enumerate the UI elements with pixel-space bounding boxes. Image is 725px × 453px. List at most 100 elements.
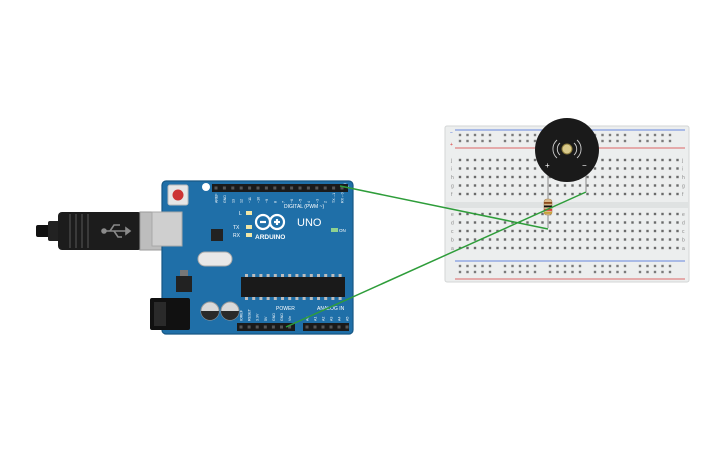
breadboard-hole[interactable] [548,221,552,224]
breadboard-hole[interactable] [646,175,649,179]
header-pin[interactable] [281,186,285,190]
breadboard-hole[interactable] [653,246,657,250]
breadboard-hole[interactable] [511,246,514,250]
rail-hole[interactable] [638,270,642,274]
breadboard-hole[interactable] [496,175,499,179]
breadboard-hole[interactable] [646,167,649,170]
breadboard-hole[interactable] [616,184,619,187]
breadboard-hole[interactable] [556,246,559,250]
rail-hole[interactable] [518,139,522,143]
breadboard-hole[interactable] [533,184,537,187]
breadboard-hole[interactable] [653,175,657,179]
header-pin[interactable] [231,186,235,190]
breadboard-hole[interactable] [661,167,664,170]
breadboard-hole[interactable] [676,158,679,162]
rail-hole[interactable] [571,264,574,268]
breadboard-hole[interactable] [518,246,522,250]
rail-hole[interactable] [518,270,522,274]
breadboard-hole[interactable] [623,158,627,162]
rail-hole[interactable] [526,264,529,268]
breadboard-hole[interactable] [601,184,604,187]
breadboard-hole[interactable] [458,238,462,241]
breadboard-hole[interactable] [593,238,597,241]
breadboard-hole[interactable] [503,167,507,170]
rail-hole[interactable] [616,133,619,137]
breadboard-hole[interactable] [593,229,597,233]
breadboard-hole[interactable] [623,229,627,233]
rail-hole[interactable] [488,133,492,137]
breadboard-hole[interactable] [593,184,597,187]
breadboard-hole[interactable] [601,158,604,162]
breadboard-hole[interactable] [496,221,499,224]
breadboard-hole[interactable] [503,246,507,250]
breadboard-hole[interactable] [638,221,642,224]
rail-hole[interactable] [473,270,477,274]
rail-hole[interactable] [526,270,529,274]
breadboard-hole[interactable] [466,246,469,250]
breadboard-hole[interactable] [676,184,679,187]
usb-cable[interactable] [36,211,167,251]
breadboard-hole[interactable] [608,158,612,162]
breadboard-hole[interactable] [653,184,657,187]
rail-hole[interactable] [503,139,507,143]
rail-hole[interactable] [481,139,484,143]
breadboard-hole[interactable] [466,158,469,162]
breadboard-hole[interactable] [668,221,672,224]
header-pin[interactable] [239,186,243,190]
rail-hole[interactable] [526,133,529,137]
breadboard-hole[interactable] [533,175,537,179]
breadboard-hole[interactable] [526,221,529,224]
rail-hole[interactable] [668,264,672,268]
breadboard-hole[interactable] [593,221,597,224]
breadboard-hole[interactable] [548,192,552,196]
breadboard-hole[interactable] [496,184,499,187]
header-pin[interactable] [248,186,252,190]
rail-hole[interactable] [623,139,627,143]
breadboard-hole[interactable] [586,229,589,233]
rail-hole[interactable] [616,139,619,143]
rail-hole[interactable] [661,139,664,143]
breadboard-hole[interactable] [488,175,492,179]
rail-hole[interactable] [466,139,469,143]
breadboard-hole[interactable] [563,221,567,224]
breadboard-hole[interactable] [661,192,664,196]
breadboard-hole[interactable] [608,221,612,224]
breadboard-hole[interactable] [578,221,582,224]
breadboard-hole[interactable] [661,238,664,241]
breadboard-hole[interactable] [526,158,529,162]
breadboard-hole[interactable] [616,212,619,216]
breadboard-hole[interactable] [578,184,582,187]
breadboard-hole[interactable] [533,192,537,196]
breadboard-hole[interactable] [496,246,499,250]
rail-hole[interactable] [563,270,567,274]
rail-hole[interactable] [481,264,484,268]
breadboard-hole[interactable] [676,192,679,196]
breadboard-hole[interactable] [488,158,492,162]
rail-hole[interactable] [601,139,604,143]
breadboard-hole[interactable] [481,212,484,216]
breadboard-hole[interactable] [503,184,507,187]
breadboard-hole[interactable] [608,238,612,241]
rail-hole[interactable] [653,133,657,137]
piezo-buzzer[interactable]: + − [535,118,599,196]
rail-hole[interactable] [473,264,477,268]
breadboard-hole[interactable] [496,229,499,233]
header-pin[interactable] [305,325,309,329]
breadboard-hole[interactable] [541,246,544,250]
breadboard-hole[interactable] [533,229,537,233]
rail-hole[interactable] [646,139,649,143]
wire-gnd-to-buzzer[interactable] [285,191,587,328]
breadboard-hole[interactable] [526,167,529,170]
breadboard-hole[interactable] [526,246,529,250]
breadboard-hole[interactable] [548,246,552,250]
breadboard-hole[interactable] [571,192,574,196]
breadboard-hole[interactable] [511,167,514,170]
breadboard-hole[interactable] [511,192,514,196]
breadboard-hole[interactable] [593,175,597,179]
breadboard-hole[interactable] [608,246,612,250]
breadboard-hole[interactable] [496,192,499,196]
breadboard-hole[interactable] [661,229,664,233]
breadboard-hole[interactable] [533,246,537,250]
